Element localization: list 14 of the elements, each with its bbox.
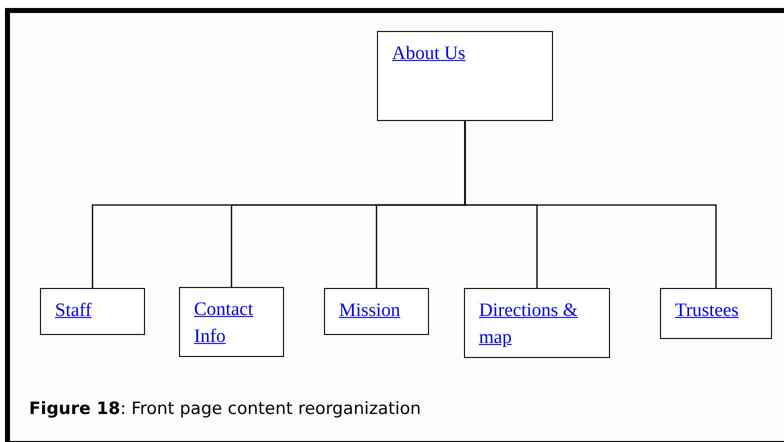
page-link: Contact Info [194, 298, 254, 349]
page-box [40, 288, 145, 335]
page-box [179, 287, 284, 357]
page-box [660, 288, 772, 339]
page-link: Mission [339, 299, 402, 323]
page-box [377, 31, 553, 121]
page-link: Trustees [675, 299, 740, 323]
page-box [324, 288, 429, 335]
page-link: Directions & map [479, 299, 579, 350]
connector-line [464, 121, 717, 288]
page-link: Staff [55, 299, 93, 323]
page-box [464, 288, 610, 358]
figure-caption: Figure 18: Front page content reorganization [29, 399, 421, 419]
page-link: About Us [392, 42, 466, 66]
